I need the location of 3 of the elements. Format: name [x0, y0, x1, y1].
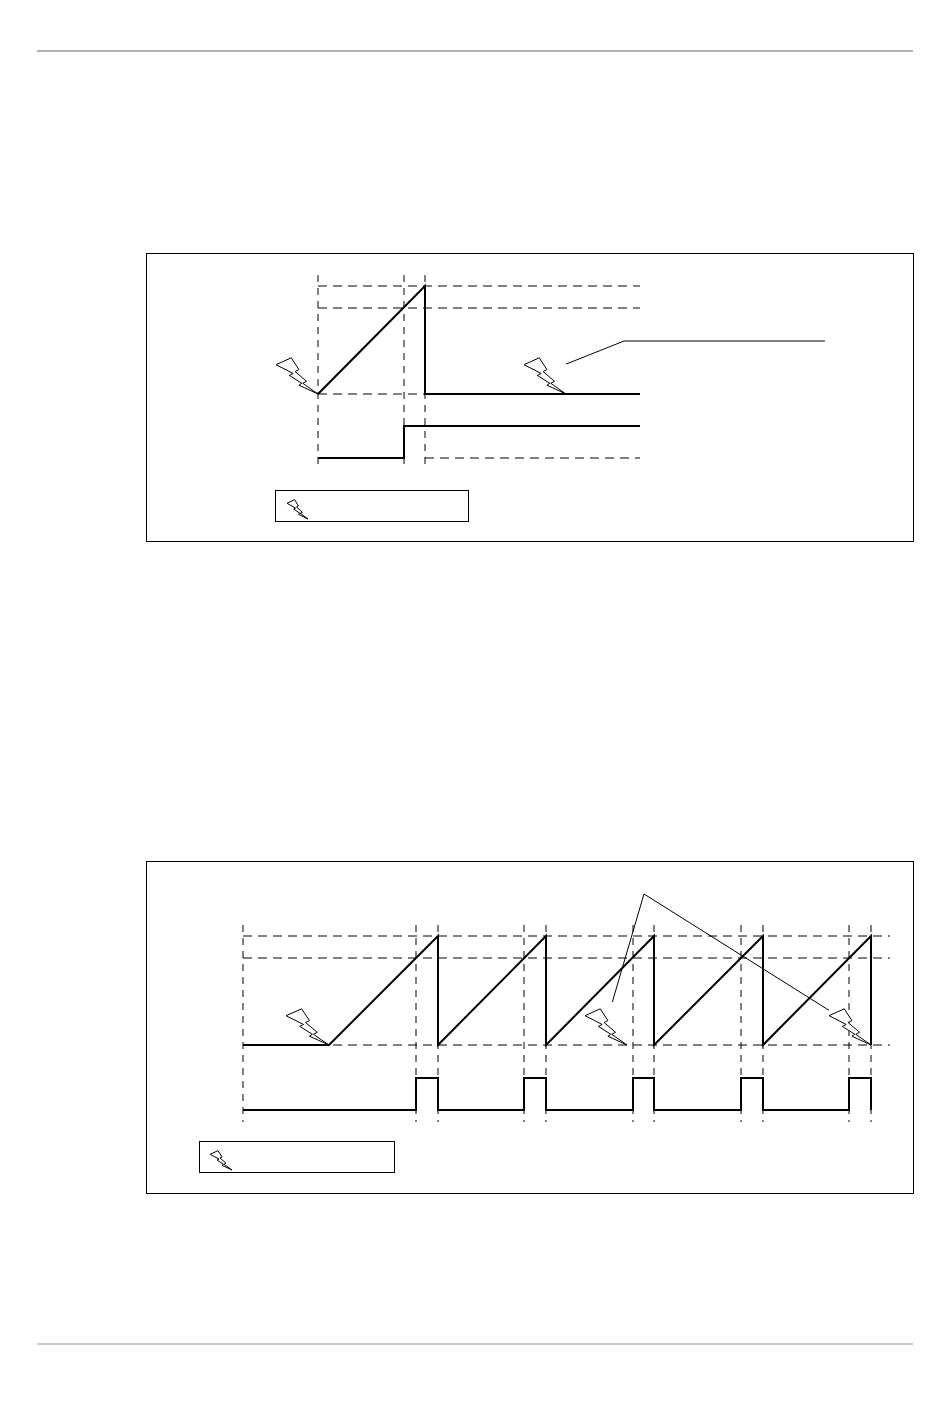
- leader-line: [643, 893, 830, 1011]
- leader-line: [611, 893, 645, 1003]
- leader-line: [565, 340, 826, 365]
